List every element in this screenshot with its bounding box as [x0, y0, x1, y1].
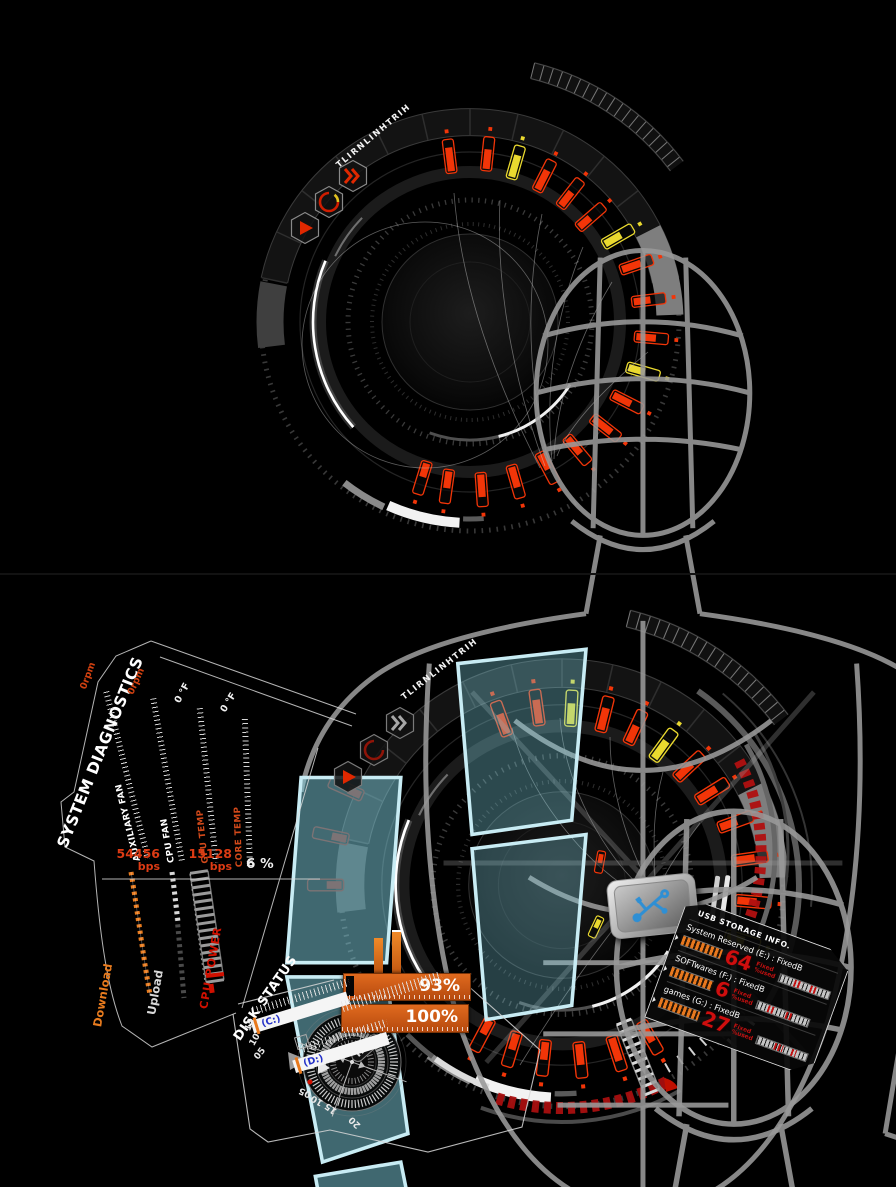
ring-marker: [694, 774, 738, 806]
ring-marker: [572, 1041, 589, 1089]
ring-marker: [441, 129, 458, 175]
mini-bar-1: [374, 938, 383, 974]
ring-marker: [505, 463, 526, 509]
ring-marker: [500, 1030, 523, 1078]
ring-marker: [480, 126, 496, 172]
ring-marker: [600, 221, 643, 250]
refresh-icon: [363, 739, 385, 761]
ring-marker: [438, 468, 456, 514]
ring-marker: [648, 720, 683, 763]
usb-usage-value: 27: [698, 1006, 734, 1039]
ring-marker: [412, 459, 433, 505]
usb-usage-value: 64: [721, 944, 756, 977]
cpu-usage: 6 %: [246, 856, 274, 872]
ring-marker: [532, 150, 559, 194]
play-button[interactable]: [287, 210, 323, 246]
top-hud-ring: [256, 61, 684, 534]
diagnostics-outline: [60, 640, 357, 1048]
bar-notch: [346, 976, 354, 996]
fast-forward-button-bottom[interactable]: [382, 705, 418, 741]
inner-marker: [587, 915, 605, 939]
disk-outline: [232, 971, 541, 1153]
usb-drive-icon[interactable]: [603, 869, 703, 944]
ring-marker: [535, 1038, 552, 1087]
refresh-icon: [318, 191, 340, 213]
ring-marker: [555, 171, 589, 210]
drive-marker: [294, 1056, 303, 1075]
ring-marker: [609, 389, 652, 416]
usb-usage-value: 6: [711, 975, 734, 1004]
play-button-bottom[interactable]: [330, 759, 366, 795]
mini-bar-2: [392, 930, 401, 976]
fast-forward-icon: [390, 715, 407, 731]
ring-marker: [574, 197, 613, 232]
refresh-button-bottom[interactable]: [356, 732, 392, 768]
panel-divider: [0, 573, 896, 575]
ring-marker: [474, 471, 489, 517]
fast-forward-icon: [343, 168, 360, 184]
refresh-button[interactable]: [311, 184, 347, 220]
ring-marker: [594, 686, 615, 734]
usb-trident-icon: [632, 889, 670, 923]
fast-forward-button[interactable]: [335, 158, 371, 194]
refresh-icon-accent: [333, 193, 340, 203]
play-icon: [343, 770, 356, 784]
play-icon: [300, 221, 313, 235]
ring-marker: [505, 135, 526, 181]
disk-d-percent: 100%: [405, 1007, 458, 1027]
